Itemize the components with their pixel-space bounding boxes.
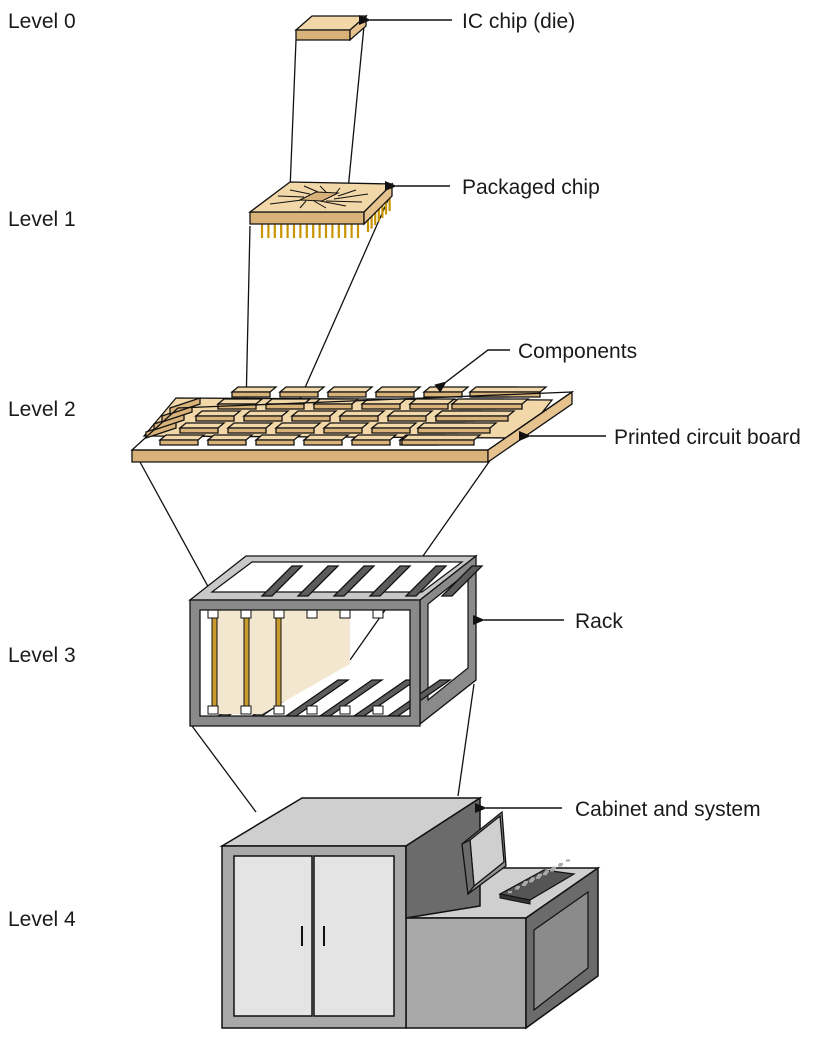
circuit-card <box>214 608 350 714</box>
rack <box>188 554 484 727</box>
keyboard <box>498 859 576 905</box>
ic-chip-label: IC chip (die) <box>462 10 575 33</box>
cabinet-and-system <box>219 796 601 1030</box>
level-1-label: Level 1 <box>8 208 76 231</box>
level-0-label: Level 0 <box>8 10 76 33</box>
level-4-label: Level 4 <box>8 908 76 931</box>
ic-die <box>294 14 368 42</box>
packaged-chip <box>248 181 394 238</box>
level-2-label: Level 2 <box>8 398 76 421</box>
components-label: Components <box>518 340 637 363</box>
level-3-label: Level 3 <box>8 644 76 667</box>
printed-circuit-board-label: Printed circuit board <box>614 426 801 449</box>
callout-arrows <box>359 15 606 813</box>
cabinet-and-system-label: Cabinet and system <box>575 798 761 821</box>
connector-lines <box>139 25 511 813</box>
cabinet-door-left <box>233 855 313 1017</box>
printed-circuit-board <box>130 386 575 464</box>
card-edge-connectors <box>207 609 384 715</box>
monitor <box>461 810 507 896</box>
cabinet-door-right <box>313 855 395 1017</box>
board-components <box>145 386 548 446</box>
rack-label: Rack <box>575 610 623 633</box>
packaged-chip-label: Packaged chip <box>462 176 600 199</box>
